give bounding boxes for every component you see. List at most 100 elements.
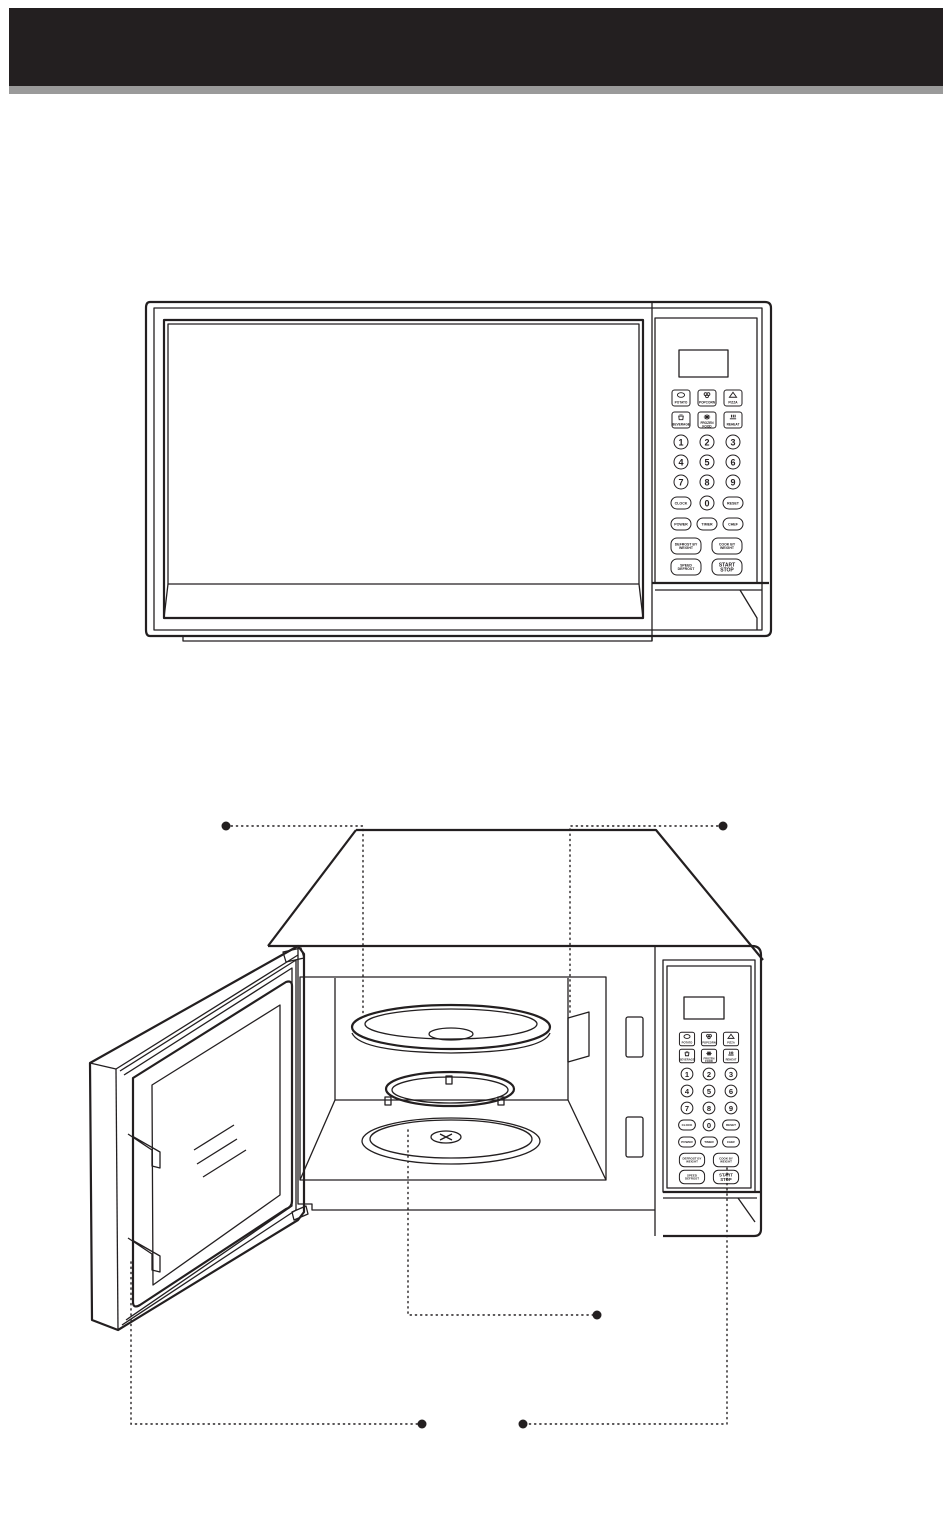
preset-key-pizza[interactable]: PIZZA bbox=[722, 1031, 740, 1047]
preset-key-pizza[interactable]: PIZZA bbox=[723, 389, 743, 407]
key-label: 7 bbox=[685, 1104, 689, 1113]
latch-hole-top bbox=[625, 1016, 644, 1058]
digit-key-1[interactable]: 1 bbox=[673, 434, 689, 450]
digit-key-9[interactable]: 9 bbox=[724, 1101, 738, 1115]
preset-key-beverage[interactable]: BEVERAGE bbox=[671, 411, 691, 429]
key-label: CHEF bbox=[727, 1140, 735, 1144]
digit-key-4[interactable]: 4 bbox=[680, 1084, 694, 1098]
open-display bbox=[683, 996, 725, 1020]
digit-key-7[interactable]: 7 bbox=[680, 1101, 694, 1115]
preset-key-potato[interactable]: POTATO bbox=[678, 1031, 696, 1047]
digit-key-7[interactable]: 7 bbox=[673, 474, 689, 490]
key-label: 5 bbox=[704, 457, 709, 467]
key-label: 4 bbox=[678, 457, 683, 467]
digit-key-8[interactable]: 8 bbox=[699, 474, 715, 490]
digit-key-5[interactable]: 5 bbox=[702, 1084, 716, 1098]
reheat-icon bbox=[729, 414, 737, 420]
preset-key-beverage[interactable]: BEVERAGE bbox=[678, 1048, 696, 1064]
frozen-food-icon bbox=[706, 1051, 712, 1056]
key-label: 0 bbox=[704, 498, 709, 508]
key-label: 2 bbox=[707, 1070, 711, 1079]
key-label: CLOCK bbox=[682, 1123, 694, 1127]
leader-waveguide bbox=[569, 825, 724, 1017]
power-key[interactable]: POWER bbox=[670, 517, 692, 531]
header-rule bbox=[9, 86, 943, 94]
digit-key-3[interactable]: 3 bbox=[724, 1067, 738, 1081]
header-bar bbox=[9, 8, 943, 86]
digit-key-1[interactable]: 1 bbox=[680, 1067, 694, 1081]
preset-key-reheat[interactable]: REHEAT bbox=[723, 411, 743, 429]
roller-ring bbox=[384, 1070, 516, 1108]
key-label: 8 bbox=[707, 1104, 711, 1113]
leader-glass-tray bbox=[225, 825, 364, 1017]
chef-key[interactable]: CHEF bbox=[722, 1136, 740, 1148]
timer-key[interactable]: TIMER bbox=[696, 517, 718, 531]
potato-icon bbox=[683, 1034, 691, 1039]
digit-key-3[interactable]: 3 bbox=[725, 434, 741, 450]
preset-key-potato[interactable]: POTATO bbox=[671, 389, 691, 407]
door-hook-bottom bbox=[127, 1237, 161, 1273]
key-label: POWER bbox=[674, 522, 688, 526]
callout-dot-door bbox=[417, 1419, 427, 1429]
key-label: REHEAT bbox=[727, 423, 740, 427]
key-label: 1 bbox=[678, 437, 683, 447]
preset-key-popcorn[interactable]: POPCORN bbox=[697, 389, 717, 407]
reset-key[interactable]: RESET bbox=[722, 496, 744, 510]
chef-key[interactable]: CHEF bbox=[722, 517, 744, 531]
digit-key-2[interactable]: 2 bbox=[699, 434, 715, 450]
glass-tray bbox=[350, 1003, 552, 1054]
popcorn-icon bbox=[703, 392, 711, 399]
power-key[interactable]: POWER bbox=[678, 1136, 696, 1148]
open-door bbox=[88, 944, 309, 1332]
digit-key-0[interactable]: 0 bbox=[702, 1118, 716, 1132]
reset-key[interactable]: RESET bbox=[722, 1119, 740, 1131]
digit-key-2[interactable]: 2 bbox=[702, 1067, 716, 1081]
popcorn-icon bbox=[706, 1034, 712, 1040]
front-door-window bbox=[162, 318, 645, 620]
callout-dot-glass-tray bbox=[221, 821, 231, 831]
turntable-base bbox=[361, 1117, 541, 1165]
digit-key-5[interactable]: 5 bbox=[699, 454, 715, 470]
digit-key-6[interactable]: 6 bbox=[725, 454, 741, 470]
pizza-icon bbox=[728, 391, 738, 398]
key-label: CLOCK bbox=[675, 501, 688, 505]
key-label: RESET bbox=[726, 1123, 736, 1127]
key-label: 3 bbox=[729, 1070, 733, 1079]
key-label: TIMER bbox=[701, 522, 713, 526]
preset-key-popcorn[interactable]: POPCORN bbox=[700, 1031, 718, 1047]
frozen-food-icon bbox=[703, 414, 711, 420]
digit-key-8[interactable]: 8 bbox=[702, 1101, 716, 1115]
digit-key-0[interactable]: 0 bbox=[699, 495, 715, 511]
key-label: POTATO bbox=[675, 401, 688, 405]
preset-key-reheat[interactable]: REHEAT bbox=[722, 1048, 740, 1064]
timer-key[interactable]: TIMER bbox=[700, 1136, 718, 1148]
clock-key[interactable]: CLOCK bbox=[670, 496, 692, 510]
digit-key-6[interactable]: 6 bbox=[724, 1084, 738, 1098]
digit-key-9[interactable]: 9 bbox=[725, 474, 741, 490]
clock-key[interactable]: CLOCK bbox=[678, 1119, 696, 1131]
digit-key-4[interactable]: 4 bbox=[673, 454, 689, 470]
key-label: CHEF bbox=[728, 522, 739, 526]
beverage-icon bbox=[684, 1051, 690, 1057]
front-view-microwave bbox=[144, 300, 773, 642]
key-label: POWER bbox=[681, 1140, 693, 1144]
